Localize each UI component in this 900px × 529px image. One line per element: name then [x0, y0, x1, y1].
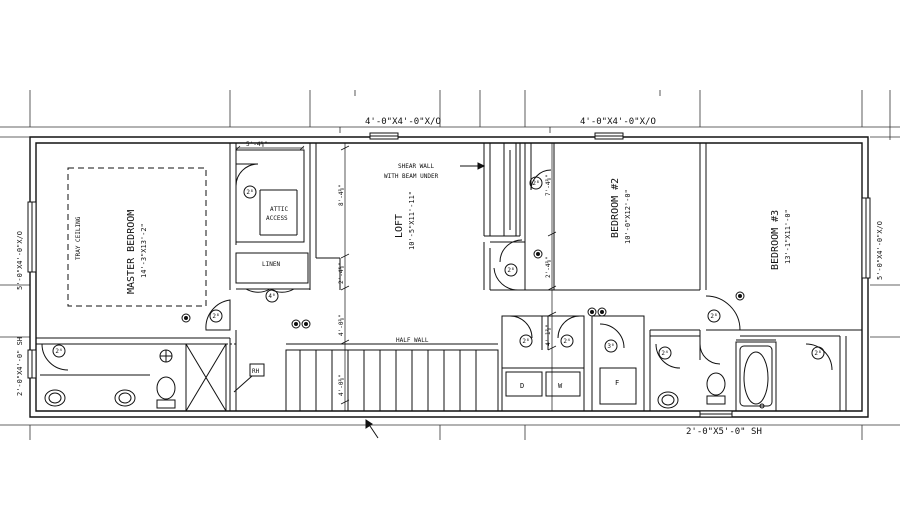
window-left-upper [28, 202, 36, 272]
loft-size: 10'-5"X11'-11" [408, 191, 416, 250]
door-tag-laundry2: 2⁴ [563, 338, 570, 345]
bath2-toilet [707, 373, 725, 404]
bath2-tub-door[interactable] [700, 344, 720, 364]
master-toilet [157, 377, 175, 408]
loft-walls [310, 143, 525, 290]
door-tag-furnace: 3⁰ [607, 343, 614, 350]
bath2-walls [650, 330, 776, 411]
bedroom3-door[interactable] [706, 296, 740, 330]
bedroom2-dim-upper: 7'-4⅜" [545, 174, 552, 196]
laundry-door-2[interactable] [558, 316, 580, 338]
window-top-right [595, 133, 623, 139]
door-tag-hall: 2⁸ [507, 267, 514, 274]
grid-lines [0, 90, 900, 440]
hall-door[interactable] [494, 268, 518, 290]
door-tag-bed3: 2⁸ [710, 313, 717, 320]
attic-label-1: ATTIC [270, 206, 288, 213]
bedroom2-walls [490, 143, 706, 290]
bedroom2-name: BEDROOM #2 [610, 178, 621, 238]
linen-label: LINEN [262, 261, 280, 268]
master-bath-door[interactable] [42, 344, 68, 370]
bedroom3-name: BEDROOM #3 [770, 210, 781, 270]
master-closet-walls [230, 143, 310, 290]
window-left-lower [28, 350, 36, 378]
bedroom2-size: 10'-0"X12'-0" [624, 189, 632, 244]
window-label-bottom-right: 2'-0"X5'-0" SH [686, 427, 762, 437]
bedroom2-dim-mid: 2'-4⅜" [545, 256, 552, 278]
door-tag-bath2: 2⁴ [661, 350, 668, 357]
tray-ceiling-label: TRAY CEILING [75, 216, 82, 260]
rh-box [250, 364, 264, 376]
master-entry-door[interactable] [206, 300, 230, 330]
loft-dim-lower: 4'-0⅜" [338, 314, 345, 336]
master-closet-door[interactable] [236, 164, 258, 186]
door-tag-master-closet: 2⁸ [246, 189, 253, 196]
washer-label: W [558, 382, 563, 390]
furnace-label: F [615, 379, 619, 387]
door-tag-circles [53, 177, 824, 359]
master-sink-left [45, 390, 65, 406]
laundry-walls [502, 316, 584, 411]
exterior-walls [30, 137, 868, 417]
window-bottom-right [700, 411, 732, 417]
shear-wall-label-2: WITH BEAM UNDER [384, 173, 439, 180]
dimension-lines [236, 90, 660, 411]
door-tag-bed3-closet: 2⁸ [814, 350, 821, 357]
window-right [862, 198, 870, 278]
door-tag-loft-closet: 2⁸ [532, 180, 539, 187]
tray-ceiling-outline [68, 168, 206, 306]
rh-label: RH [252, 368, 260, 375]
window-label-left-upper: 5'-0"X4'-0"X/O [16, 231, 24, 290]
master-bedroom-name: MASTER BEDROOM [126, 210, 137, 294]
stairs [286, 344, 498, 411]
bedroom3-size: 13'-1"X11'-0" [784, 209, 792, 264]
window-label-left-lower: 2'-0"X4'-0" SH [16, 337, 24, 396]
dryer-label: D [520, 382, 524, 390]
loft-dim-bottom: 4'-0⅜" [338, 374, 345, 396]
shear-wall [504, 143, 531, 290]
window-label-top-left: 4'-0"X4'-0"X/O [365, 117, 441, 127]
loft-dim-upper: 8'-4⅜" [338, 184, 345, 206]
master-bath-fan [160, 350, 172, 362]
laundry-door[interactable] [510, 316, 532, 338]
window-label-top-right: 4'-0"X4'-0"X/O [580, 117, 656, 127]
door-tag-master-entry: 2⁸ [212, 313, 219, 320]
door-tag-laundry: 2⁸ [522, 338, 529, 345]
shear-wall-label-1: SHEAR WALL [398, 163, 435, 170]
laundry-dim: 4'-1⅜" [545, 324, 552, 346]
bedroom2-door[interactable] [500, 240, 522, 262]
bath2-sink [658, 392, 678, 408]
bath2-tub [740, 346, 772, 408]
furnace-door[interactable] [600, 324, 624, 348]
master-sink-right [115, 390, 135, 406]
window-top-left [370, 133, 398, 139]
half-wall-label: HALF WALL [396, 337, 429, 344]
door-tag-master-bath: 2⁴ [55, 348, 62, 355]
attic-label-2: ACCESS [266, 215, 288, 222]
bath2-door[interactable] [656, 344, 680, 368]
window-label-right: 5'-0"X4'-0"X/O [876, 221, 884, 280]
master-bedroom-size: 14'-3"X13'-2" [140, 223, 148, 278]
linen-door[interactable] [246, 289, 270, 292]
bedroom3-closet [740, 330, 862, 411]
bedroom3-closet-door[interactable] [806, 344, 832, 370]
door-tag-linen: 4⁰ [268, 293, 275, 300]
loft-name: LOFT [394, 214, 405, 238]
ceiling-fixtures [182, 250, 744, 328]
furnace-closet [592, 316, 644, 411]
master-closet-dim: 5'-4⅜" [246, 141, 268, 148]
loft-dim-mid: 2'-4⅜" [338, 262, 345, 284]
master-bath-walls [36, 330, 236, 411]
